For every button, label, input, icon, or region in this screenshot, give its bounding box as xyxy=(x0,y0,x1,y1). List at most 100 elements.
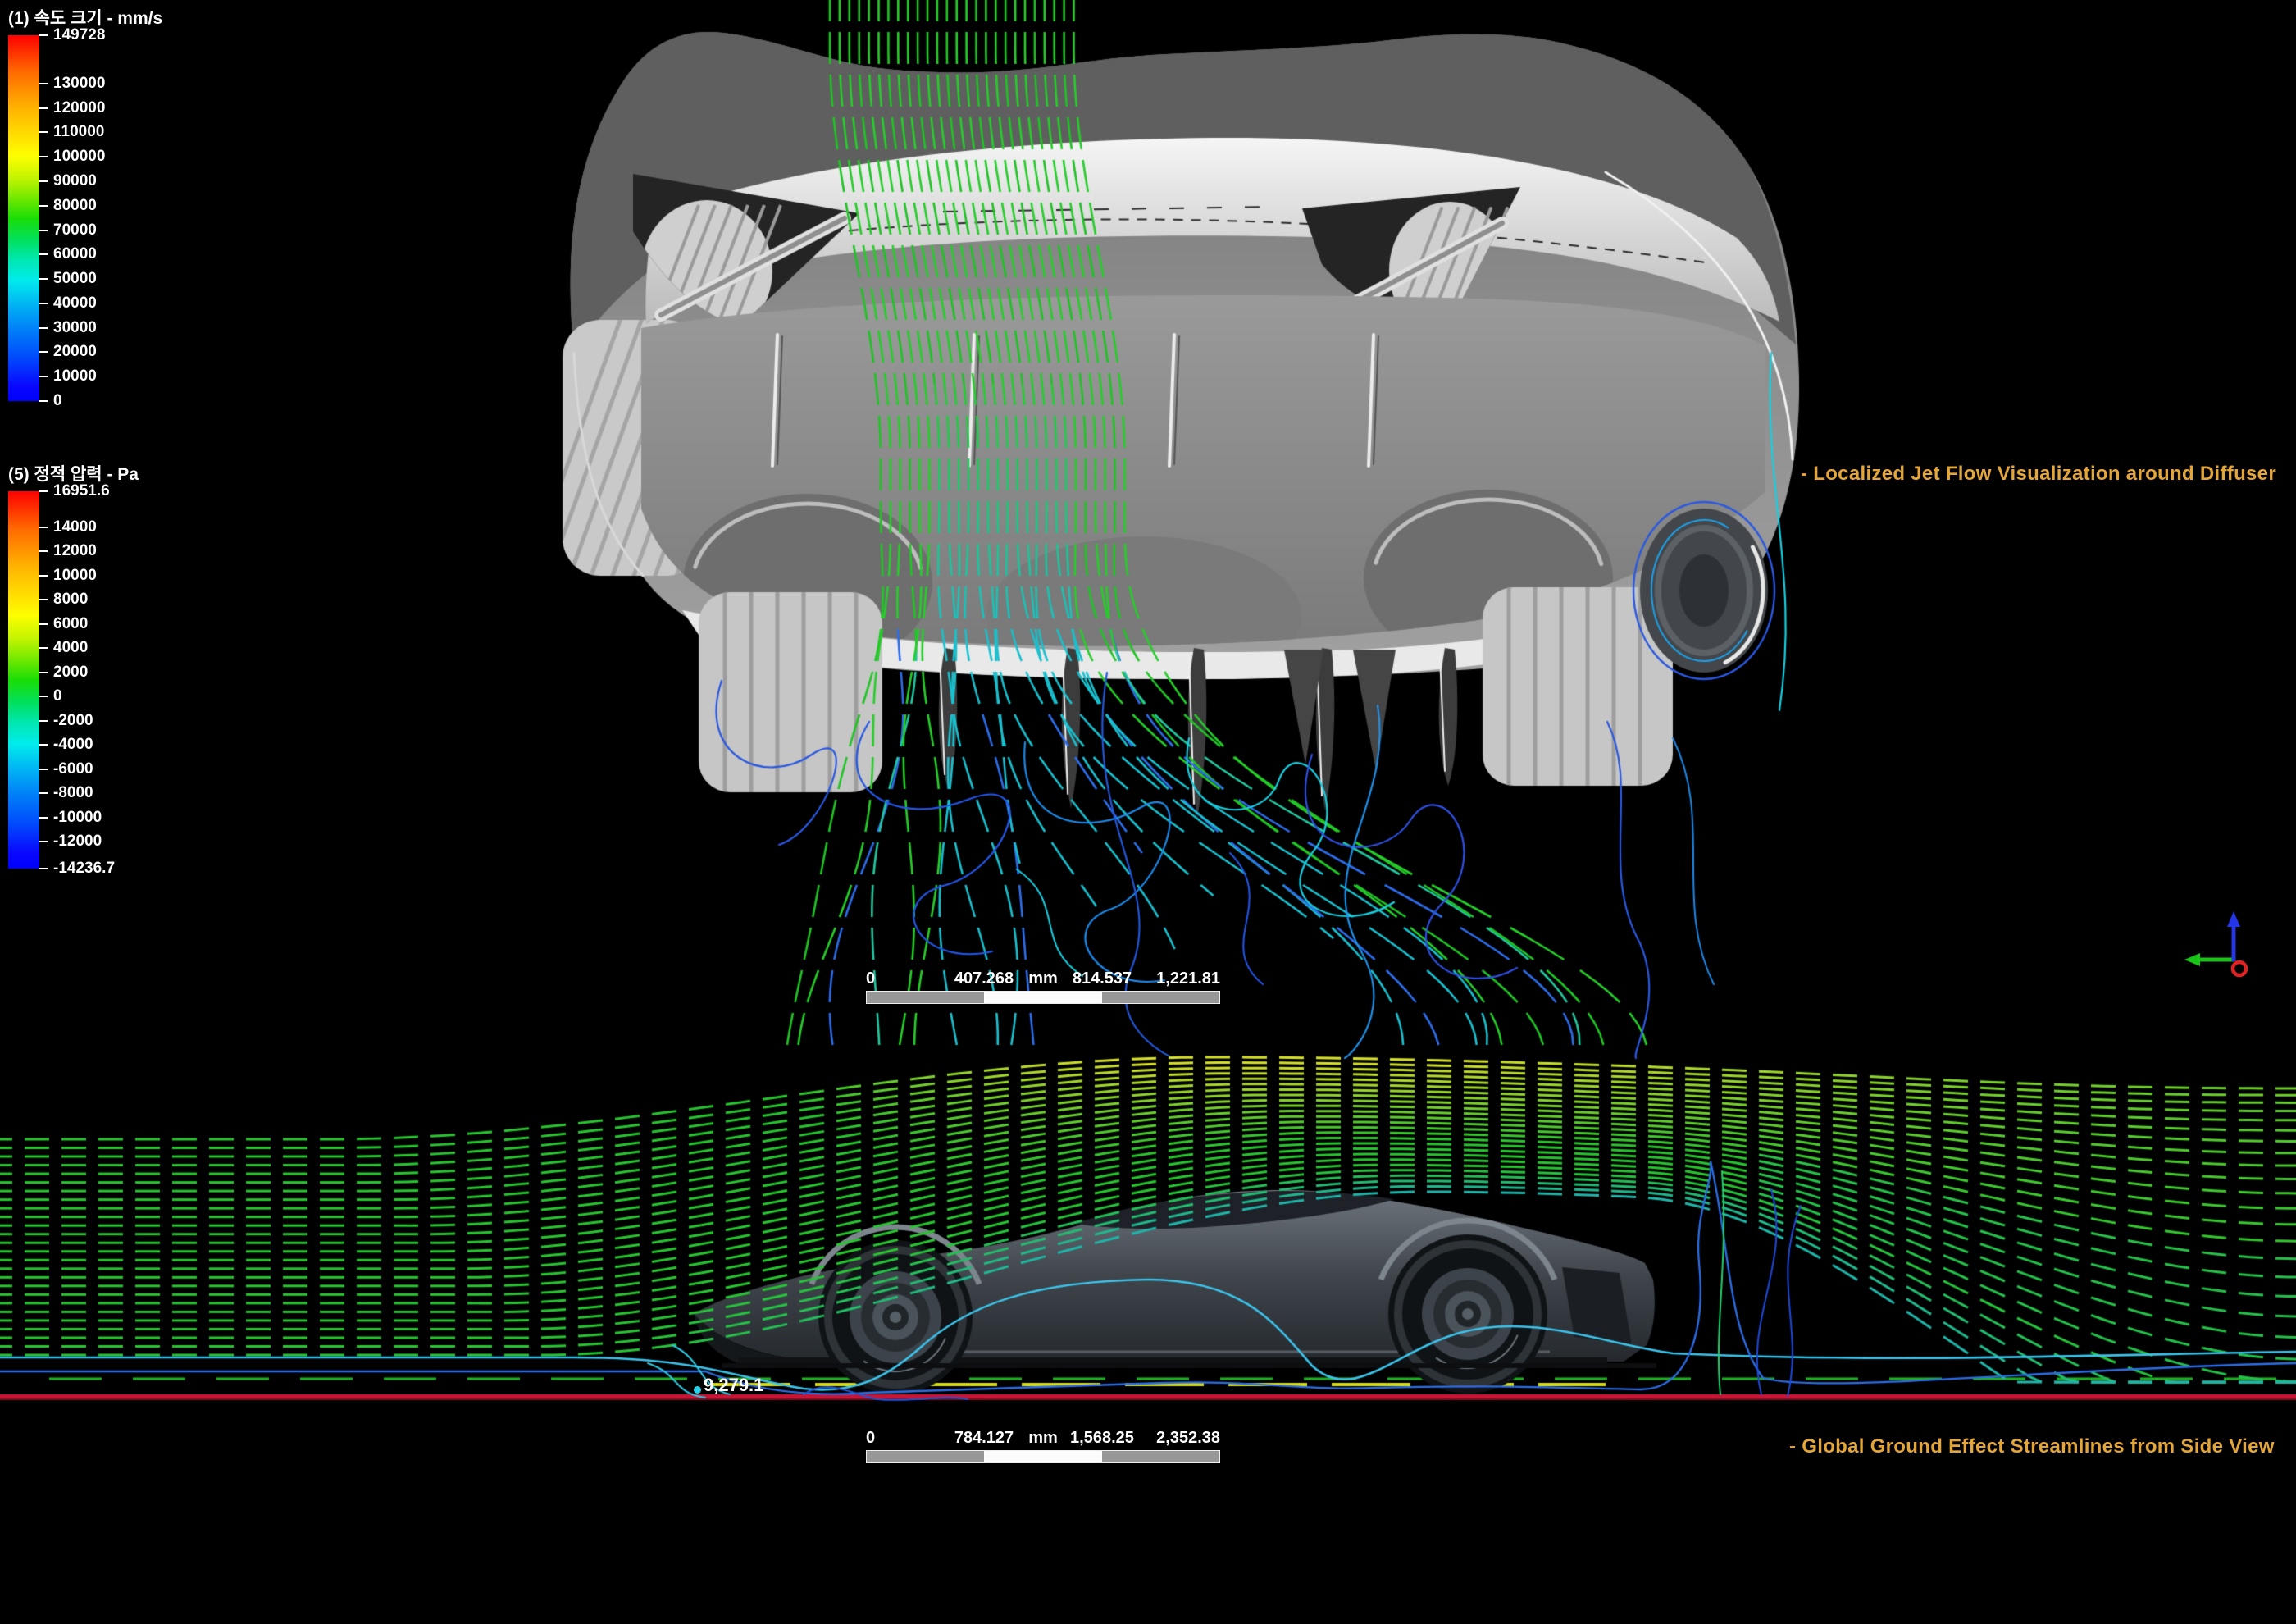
legend-velocity-colorbar xyxy=(8,35,39,401)
legend-tick: -12000 xyxy=(39,833,102,851)
tick-label: 4000 xyxy=(53,639,89,656)
legend-tick: 14000 xyxy=(39,518,97,536)
y-axis-arrowhead xyxy=(2184,953,2200,966)
legend-pressure-colorbar xyxy=(8,491,39,869)
legend-tick: 60000 xyxy=(39,245,97,263)
ground-value-text: 9,279.1 xyxy=(704,1375,764,1395)
tick-mark xyxy=(39,768,48,770)
tick-mark xyxy=(39,82,48,84)
legend-tick: 10000 xyxy=(39,567,97,585)
tick-label: 70000 xyxy=(53,221,97,239)
axis-triad xyxy=(2184,911,2248,978)
tick-label: 10000 xyxy=(53,566,97,584)
legend-tick: 50000 xyxy=(39,270,97,288)
tick-mark xyxy=(39,719,48,722)
tick-label: 14000 xyxy=(53,518,97,536)
legend-pressure: (5) 정적 압력 - Pa 16951.6 14000 12000 10000 800… xyxy=(8,461,162,877)
scale-unit-label: mm xyxy=(1028,1429,1058,1447)
legend-tick: 90000 xyxy=(39,172,97,190)
legend-pressure-title: (5) 정적 압력 - Pa xyxy=(8,465,139,484)
scale-bar-top-view: 0 407.268 mm 814.537 1,221.81 xyxy=(866,969,1220,1004)
tick-label: 0 xyxy=(53,687,62,705)
legend-tick: 80000 xyxy=(39,197,97,215)
tick-mark xyxy=(39,671,48,673)
tick-label: 100000 xyxy=(53,148,106,166)
tick-label: 12000 xyxy=(53,542,97,559)
scale-label: 2,352.38 xyxy=(1156,1429,1220,1447)
tick-mark xyxy=(39,229,48,231)
tick-mark xyxy=(39,744,48,746)
tick-label: 50000 xyxy=(53,270,97,288)
legend-tick: 6000 xyxy=(39,615,88,633)
tick-label: 20000 xyxy=(53,343,97,361)
tick-label: 90000 xyxy=(53,171,97,189)
legend-tick: 8000 xyxy=(39,591,88,609)
tick-mark xyxy=(39,792,48,794)
scale-label: 814.537 xyxy=(1072,969,1132,988)
tick-label: -8000 xyxy=(53,784,93,801)
tick-label: -4000 xyxy=(53,736,93,753)
tick-mark xyxy=(39,156,48,158)
tick-mark xyxy=(39,376,48,378)
tick-mark xyxy=(39,278,48,281)
streamline-seed-dot xyxy=(694,1386,701,1394)
scale-unit-label: mm xyxy=(1028,969,1058,988)
tick-mark xyxy=(39,180,48,182)
tick-label: -10000 xyxy=(53,808,102,826)
tick-label: 16951.6 xyxy=(53,482,110,500)
legend-pressure-ticks: 16951.6 14000 12000 10000 8000 6000 4000 2000 0 -… xyxy=(39,482,162,877)
tick-label: 110000 xyxy=(53,123,105,141)
legend-tick: -14236.7 xyxy=(39,860,115,878)
legend-tick: 2000 xyxy=(39,664,88,682)
tick-label: 80000 xyxy=(53,196,97,214)
annotation-ground-effect: - Global Ground Effect Streamlines from … xyxy=(1789,1435,2275,1457)
tick-mark xyxy=(39,550,48,552)
legend-tick: -6000 xyxy=(39,760,93,778)
scale-bar-side-view: 0 784.127 mm 1,568.25 2,352.38 xyxy=(866,1429,1220,1463)
tick-label: 2000 xyxy=(53,663,89,681)
legend-tick: 10000 xyxy=(39,367,97,385)
legend-tick: 30000 xyxy=(39,319,97,337)
z-axis-arrowhead xyxy=(2227,911,2240,927)
legend-tick: 16951.6 xyxy=(39,482,110,500)
tick-label: 6000 xyxy=(53,614,89,632)
x-axis-symbol xyxy=(2230,960,2248,978)
annotation-jet-flow: - Localized Jet Flow Visualization aroun… xyxy=(1801,463,2276,485)
scale-label: 784.127 xyxy=(954,1429,1014,1447)
tick-mark xyxy=(39,599,48,600)
tick-mark xyxy=(39,647,48,649)
legend-tick: 40000 xyxy=(39,294,97,312)
scale-label: 1,568.25 xyxy=(1070,1429,1134,1447)
tick-mark xyxy=(39,526,48,528)
tick-label: 0 xyxy=(53,392,62,409)
legend-tick: 70000 xyxy=(39,221,97,239)
tick-mark xyxy=(39,351,48,354)
legend-tick: 4000 xyxy=(39,639,88,657)
legend-tick: 130000 xyxy=(39,75,105,93)
tick-mark xyxy=(39,107,48,109)
ground-value-label: 9,279.1 xyxy=(694,1375,764,1396)
legend-tick: 20000 xyxy=(39,343,97,361)
tick-mark xyxy=(39,253,48,256)
tick-label: 30000 xyxy=(53,318,97,336)
tick-label: 120000 xyxy=(53,98,106,116)
tick-mark xyxy=(39,400,48,402)
tick-mark xyxy=(39,204,48,207)
tick-mark xyxy=(39,490,48,492)
tick-mark xyxy=(39,868,48,869)
tick-mark xyxy=(39,623,48,625)
tick-mark xyxy=(39,574,48,577)
scale-label: 407.268 xyxy=(954,969,1014,988)
legend-tick: 100000 xyxy=(39,148,105,166)
tick-mark xyxy=(39,696,48,697)
tick-label: 130000 xyxy=(53,74,106,92)
tick-label: 60000 xyxy=(53,245,97,263)
tick-label: 40000 xyxy=(53,294,97,312)
legend-velocity-title: (1) 속도 크기 - mm/s xyxy=(8,9,163,28)
tick-label: 10000 xyxy=(53,367,97,385)
legend-tick: 110000 xyxy=(39,123,104,141)
legend-tick: -10000 xyxy=(39,809,102,827)
